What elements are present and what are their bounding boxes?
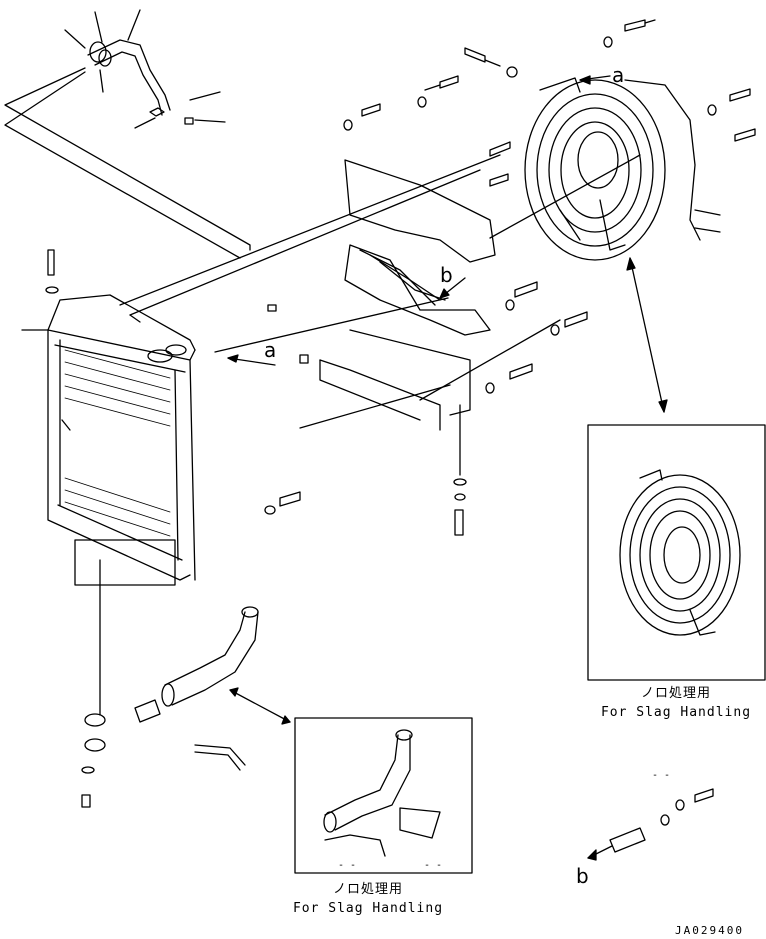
inset-hose-frame — [294, 717, 473, 874]
ref-label-a-radiator: a — [264, 338, 276, 362]
detail-b-dash: - - — [652, 770, 670, 781]
ref-arrows — [227, 75, 611, 366]
inset-hose-dash-left: - - — [338, 860, 356, 871]
bolts-washers — [45, 19, 756, 861]
inset-hose-caption-jp: ノロ処理用 — [333, 882, 403, 897]
ref-label-a-fan: a — [612, 63, 624, 87]
radiator-core — [21, 294, 196, 716]
fan-guard-inset-arrow — [626, 257, 668, 413]
inset-fan-guard-frame — [587, 424, 766, 681]
inset-fan-guard — [619, 469, 741, 636]
ref-label-b-shroud: b — [440, 263, 453, 287]
ref-label-b-detail: b — [576, 864, 589, 888]
inset-fan-guard-caption-en: For Slag Handling — [601, 705, 751, 720]
inset-hose-caption-en: For Slag Handling — [293, 901, 443, 916]
inset-hose-dash-right: - - — [424, 860, 442, 871]
fan-guard — [524, 77, 721, 261]
fan-shroud — [119, 154, 641, 476]
drawing-code: JA029400 — [675, 924, 744, 937]
lower-hose — [134, 606, 291, 771]
upper-hose-assembly — [4, 9, 251, 259]
inset-fan-guard-caption-jp: ノロ処理用 — [641, 686, 711, 701]
inset-hose — [323, 729, 441, 857]
